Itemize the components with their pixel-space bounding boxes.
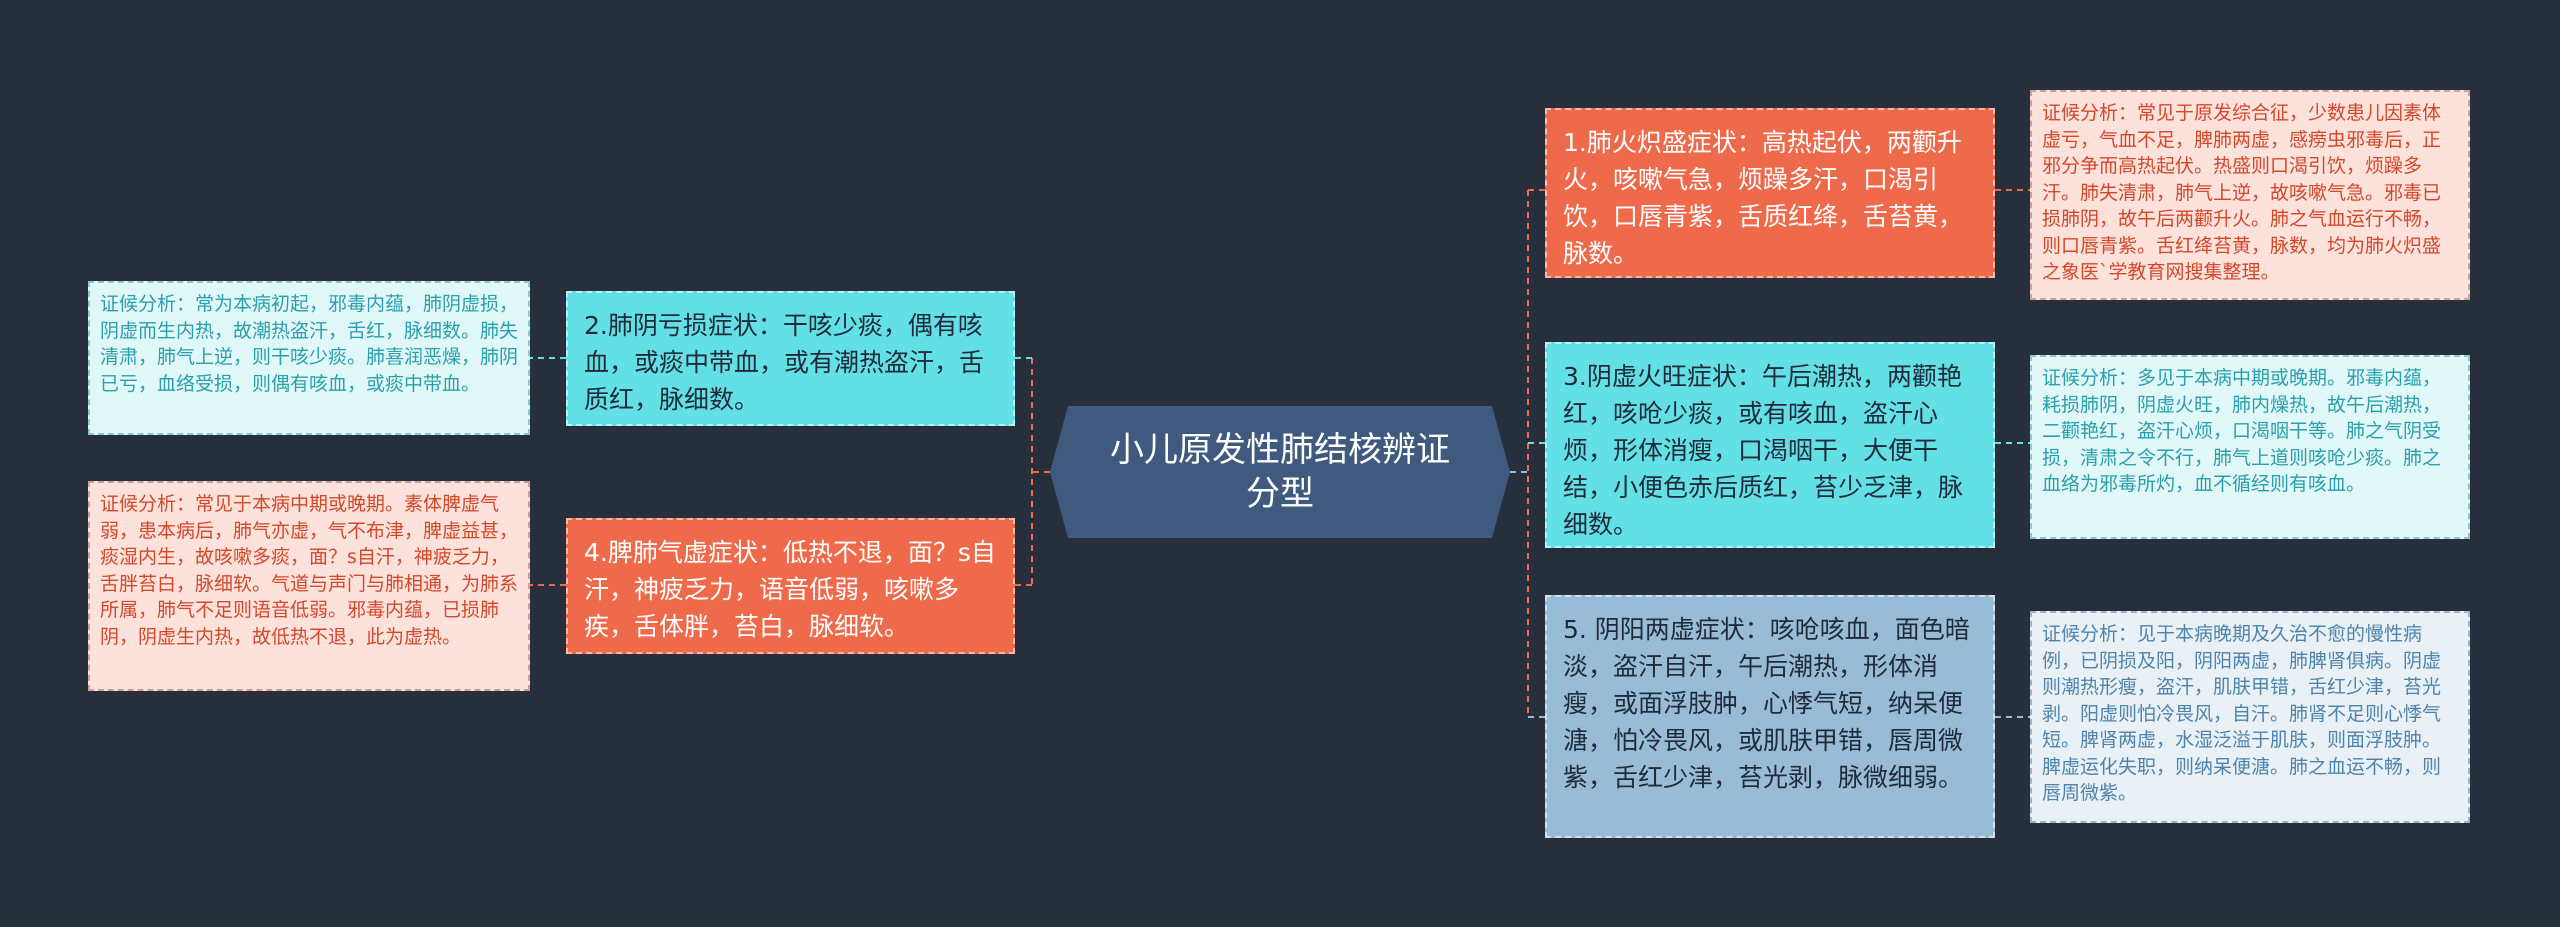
branch-spleen-lung[interactable]: 4.脾肺气虚症状：低热不退，面？s自汗，神疲乏力，语音低弱，咳嗽多疾，舌体胖，苔… [566,518,1015,654]
central-topic[interactable]: 小儿原发性肺结核辨证分型 [1050,406,1510,538]
branch-lung-yin[interactable]: 2.肺阴亏损症状：干咳少痰，偶有咳血，或痰中带血，或有潮热盗汗，舌质红，脉细数。 [566,291,1015,426]
branch-lung-fire[interactable]: 1.肺火炽盛症状：高热起伏，两颧升火，咳嗽气急，烦躁多汗，口渴引饮，口唇青紫，舌… [1545,108,1995,278]
branch-yin-fire[interactable]: 3.阴虚火旺症状：午后潮热，两颧艳红，咳呛少痰，或有咳血，盗汗心烦，形体消瘦，口… [1545,342,1995,548]
analysis-yin-yang[interactable]: 证候分析：见于本病晚期及久治不愈的慢性病例，已阴损及阳，阴阳两虚，肺脾肾俱病。阴… [2030,611,2470,823]
branch-yin-yang[interactable]: 5. 阴阳两虚症状：咳呛咳血，面色暗淡，盗汗自汗，午后潮热，形体消瘦，或面浮肢肿… [1545,595,1995,838]
analysis-lung-fire[interactable]: 证候分析：常见于原发综合征，少数患儿因素体虚亏，气血不足，脾肺两虚，感痨虫邪毒后… [2030,90,2470,300]
analysis-lung-yin[interactable]: 证候分析：常为本病初起，邪毒内蕴，肺阴虚损，阴虚而生内热，故潮热盗汗，舌红，脉细… [88,281,530,435]
analysis-yin-fire[interactable]: 证候分析：多见于本病中期或晚期。邪毒内蕴，耗损肺阴，阴虚火旺，肺内燥热，故午后潮… [2030,355,2470,539]
analysis-spleen-lung[interactable]: 证候分析：常见于本病中期或晚期。素体脾虚气弱，患本病后，肺气亦虚，气不布津，脾虚… [88,481,530,691]
